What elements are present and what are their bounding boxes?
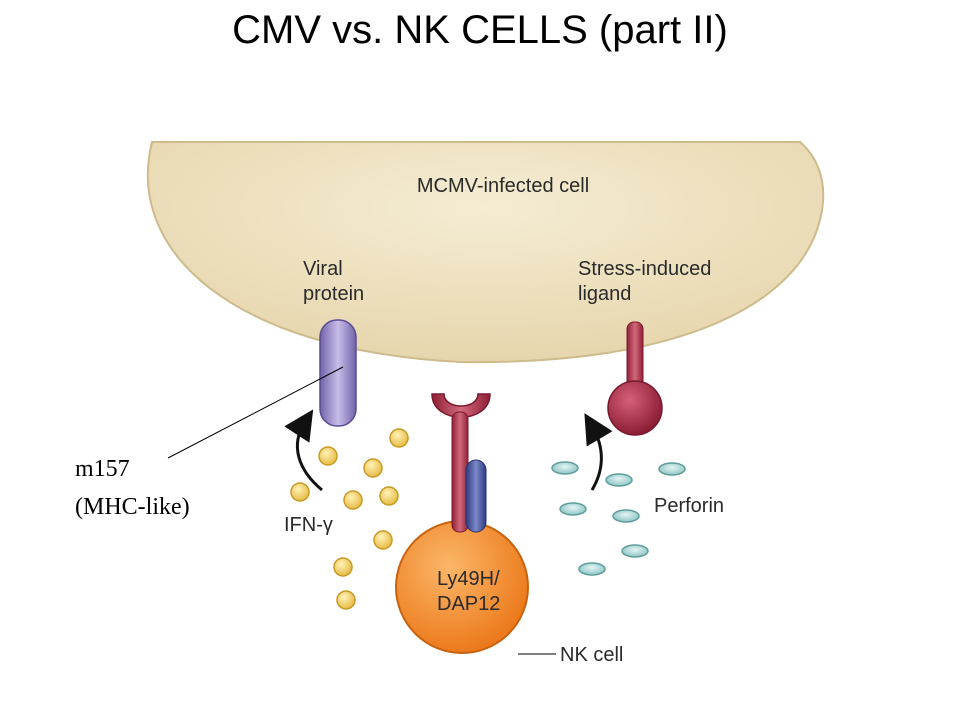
nk-cell-label: NK cell	[560, 644, 623, 666]
perforin-granule	[559, 502, 587, 516]
receptor-highlight	[452, 370, 468, 386]
stress-ligand-head	[607, 380, 663, 436]
ifn-granules	[290, 428, 409, 610]
infected-cell-label: MCMV-infected cell	[417, 175, 589, 197]
perforin-granule	[658, 462, 686, 476]
perforin-label: Perforin	[654, 495, 724, 517]
ifn-gamma-label: IFN-γ	[284, 514, 333, 536]
ifn-granule	[318, 446, 338, 466]
viral-protein-label-line1: Viral	[303, 258, 343, 280]
ly49h-receptor-cup	[431, 393, 491, 418]
receptor-label-line1: Ly49H/	[437, 568, 500, 590]
stress-ligand-label-line2: ligand	[578, 283, 631, 305]
viral-protein-m157	[319, 319, 357, 427]
ifn-granule	[343, 490, 363, 510]
ifn-granule	[290, 482, 310, 502]
perforin-granules	[551, 461, 686, 576]
slide-title: CMV vs. NK CELLS (part II)	[232, 8, 728, 52]
perforin-granule	[578, 562, 606, 576]
perforin-granule	[605, 473, 633, 487]
infected-cell	[146, 141, 825, 364]
receptor-label-line2: DAP12	[437, 593, 500, 615]
perforin-arrow	[584, 413, 613, 491]
stress-ligand-label-line1: Stress-induced	[578, 258, 711, 280]
viral-protein-label-line2: protein	[303, 283, 364, 305]
perforin-granule	[621, 544, 649, 558]
ifn-granule	[363, 458, 383, 478]
m157-label-line2: (MHC-like)	[75, 494, 190, 520]
m157-label-line1: m157	[75, 456, 130, 482]
ifn-granule	[389, 428, 409, 448]
m157-pointer-line	[167, 366, 344, 459]
ifn-granule	[333, 557, 353, 577]
ifn-granule	[336, 590, 356, 610]
perforin-granule	[551, 461, 579, 475]
ifn-granule	[373, 530, 393, 550]
dap12-adaptor	[465, 459, 487, 533]
perforin-granule	[612, 509, 640, 523]
ifn-arrow	[284, 409, 323, 492]
ifn-granule	[379, 486, 399, 506]
